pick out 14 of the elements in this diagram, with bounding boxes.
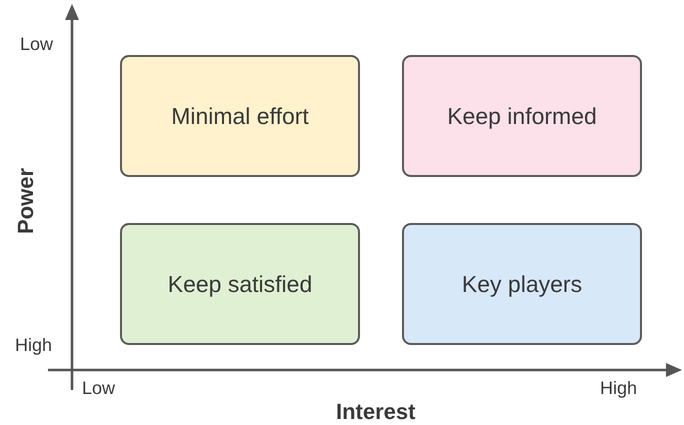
quadrant-label: Minimal effort [170,102,310,130]
axis-tick-label: Low [20,34,54,55]
quadrant-label: Keep satisfied [166,270,314,299]
quadrant-box [402,223,642,345]
axis-tick-label: High [15,335,52,356]
axis-tick-label: Low [82,378,116,399]
quadrant-box [120,55,360,177]
quadrant-label: Keep informed [446,102,598,131]
axis-title: Interest [336,399,416,425]
quadrant-label: Key players [460,270,584,299]
axis-title: Power [13,168,40,234]
axis-tick-label: High [600,378,638,399]
quadrant-box [402,55,642,177]
quadrant-box [120,223,360,345]
